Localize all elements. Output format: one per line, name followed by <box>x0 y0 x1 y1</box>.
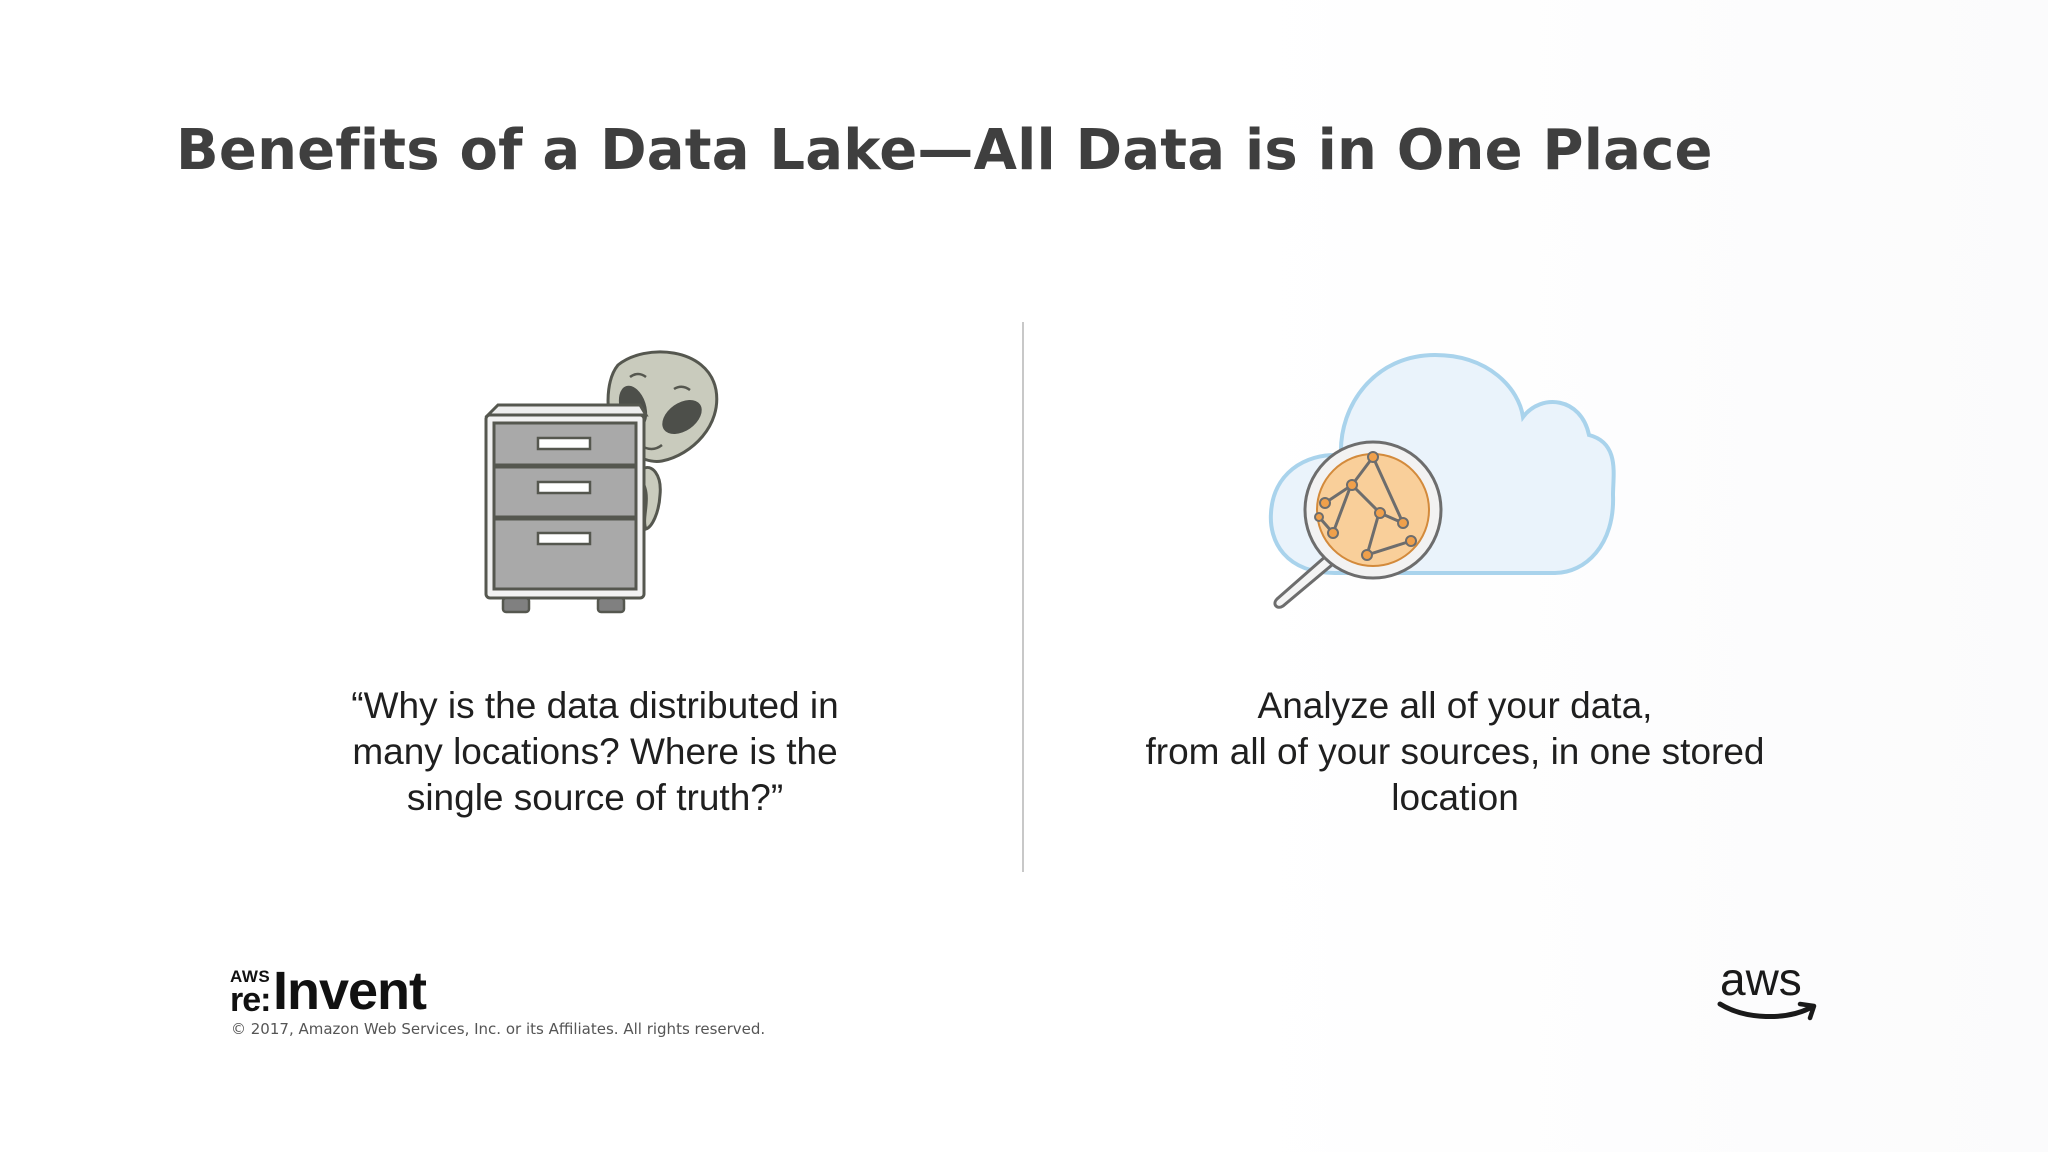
slide-title: Benefits of a Data Lake—All Data is in O… <box>176 118 1713 183</box>
filing-cabinet-icon <box>484 403 649 614</box>
aws-smile-icon <box>1717 1001 1817 1021</box>
left-caption: “Why is the data distributed in many loc… <box>300 683 890 821</box>
right-caption-line: location <box>1391 777 1519 818</box>
left-caption-line: “Why is the data distributed in <box>351 685 839 726</box>
copyright-notice: © 2017, Amazon Web Services, Inc. or its… <box>231 1020 766 1038</box>
right-caption: Analyze all of your data, from all of yo… <box>1110 683 1800 821</box>
left-caption-line: single source of truth?” <box>406 777 784 818</box>
reinvent-logo-re: re: <box>230 981 271 1019</box>
alien-filing-cabinet-icon <box>484 350 719 614</box>
column-divider <box>1022 322 1024 872</box>
right-caption-line: from all of your sources, in one stored <box>1145 731 1765 772</box>
left-caption-line: many locations? Where is the <box>352 731 838 772</box>
right-caption-line: Analyze all of your data, <box>1257 685 1653 726</box>
reinvent-logo: AWS re: Invent <box>230 964 445 1019</box>
magnifying-glass-icon <box>1273 440 1443 609</box>
reinvent-logo-invent: Invent <box>273 961 427 1021</box>
alien-filing-cabinet-illustration <box>470 345 730 645</box>
aws-logo: aws <box>1716 953 1820 1028</box>
reinvent-logo-aws: AWS <box>230 967 271 986</box>
aws-logo-wordmark: aws <box>1720 953 1802 1005</box>
cloud-magnifier-illustration <box>1255 345 1625 615</box>
cloud-search-icon <box>1268 352 1616 609</box>
